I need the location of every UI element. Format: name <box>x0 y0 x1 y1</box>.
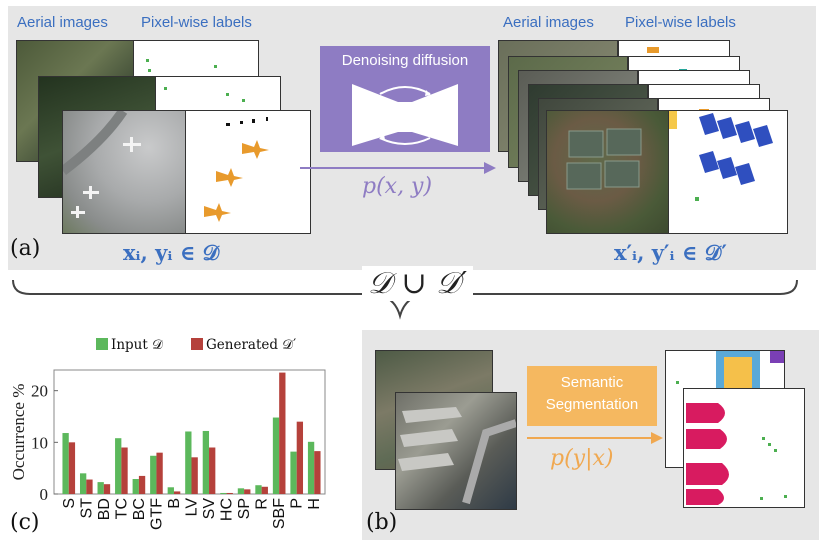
bar-generated-p <box>296 421 304 494</box>
bar-input-lv <box>185 431 192 494</box>
diffusion-model-box: Denoising diffusion <box>320 46 490 152</box>
x-tick-label: H <box>306 498 323 510</box>
x-tick-label: ST <box>78 498 95 519</box>
bar-generated-r <box>261 486 268 494</box>
bar-generated-st <box>86 479 93 494</box>
y-tick-label: 20 <box>31 382 48 401</box>
panel-a-tag: (a) <box>10 236 41 261</box>
bar-generated-sp <box>244 489 251 494</box>
bar-generated-lv <box>191 457 198 494</box>
unet-icon <box>352 84 458 146</box>
x-tick-label: LV <box>184 498 201 517</box>
bar-input-h <box>307 441 315 494</box>
segmentation-arrow <box>527 432 663 444</box>
x-tick-label: SP <box>236 498 253 519</box>
bar-generated-sv <box>209 447 216 494</box>
generated-aerial-6 <box>546 110 670 234</box>
left-aerial-header: Aerial images <box>17 14 108 31</box>
y-tick-label: 0 <box>40 485 49 504</box>
x-tick-label: GTF <box>148 498 165 530</box>
x-tick-label: P <box>289 498 306 509</box>
left-dataset-formula: xᵢ, yᵢ ∈ 𝒟 <box>123 240 220 265</box>
bar-input-sp <box>237 488 245 494</box>
legend-label-generated: Generated 𝒟′ <box>206 337 296 353</box>
legend-swatch-input <box>96 338 108 350</box>
right-labels-header: Pixel-wise labels <box>625 14 736 31</box>
union-label: 𝒟 ∪ 𝒟′ <box>362 266 473 301</box>
bar-input-tc <box>115 438 122 494</box>
segmentation-label-line2: Segmentation <box>545 396 639 413</box>
left-labels-header: Pixel-wise labels <box>141 14 252 31</box>
bar-generated-hc <box>226 492 233 494</box>
bar-input-hc <box>220 492 227 494</box>
bar-generated-bd <box>103 484 111 494</box>
x-tick-label: S <box>61 498 78 509</box>
conditional-formula: p(y|x) <box>550 446 614 471</box>
panel-b-tag: (b) <box>366 510 398 535</box>
x-tick-label: BD <box>96 498 113 520</box>
bar-generated-tc <box>121 447 128 494</box>
bar-generated-b <box>173 491 181 494</box>
segmentation-model-box: Semantic Segmentation <box>527 366 657 426</box>
diffusion-model-label: Denoising diffusion <box>341 52 469 69</box>
x-tick-label: B <box>166 498 183 509</box>
label-map-3 <box>185 110 311 234</box>
x-tick-label: SBF <box>271 498 288 529</box>
bar-input-bd <box>97 482 104 494</box>
bar-input-sbf <box>272 417 280 494</box>
generation-arrow <box>300 162 496 174</box>
bar-generated-gtf <box>156 452 163 494</box>
union-brace <box>12 279 798 320</box>
bar-input-st <box>79 473 87 494</box>
bar-input-s <box>62 433 69 494</box>
x-tick-label: HC <box>219 498 236 521</box>
y-axis-label: Occurrence % <box>9 384 28 481</box>
bar-input-p <box>290 451 297 494</box>
bar-input-b <box>167 487 174 494</box>
bar-generated-sbf <box>279 372 286 494</box>
y-tick-label: 10 <box>31 433 48 452</box>
x-tick-label: R <box>254 498 271 510</box>
bar-input-gtf <box>150 455 157 494</box>
input-aerial-2 <box>395 392 517 510</box>
joint-distribution-formula: p(x, y) <box>362 174 433 199</box>
bar-input-bc <box>132 479 139 494</box>
generated-label-6 <box>668 110 788 234</box>
bar-input-sv <box>202 430 210 494</box>
segmentation-label-line1: Semantic <box>560 374 624 391</box>
bar-generated-h <box>314 451 321 494</box>
legend-label-input: Input 𝒟 <box>111 337 164 353</box>
x-tick-label: BC <box>131 498 148 520</box>
x-tick-label: SV <box>201 498 218 520</box>
bar-input-r <box>255 485 262 494</box>
right-aerial-header: Aerial images <box>503 14 594 31</box>
legend-swatch-generated <box>191 338 203 350</box>
predicted-label-2 <box>683 388 805 508</box>
aerial-image-3 <box>62 110 186 234</box>
right-dataset-formula: x′ᵢ, y′ᵢ ∈ 𝒟′ <box>614 240 727 265</box>
bar-generated-s <box>68 442 76 494</box>
panel-c-tag: (c) <box>10 510 40 535</box>
bar-generated-bc <box>138 475 146 494</box>
x-tick-label: TC <box>113 498 130 519</box>
